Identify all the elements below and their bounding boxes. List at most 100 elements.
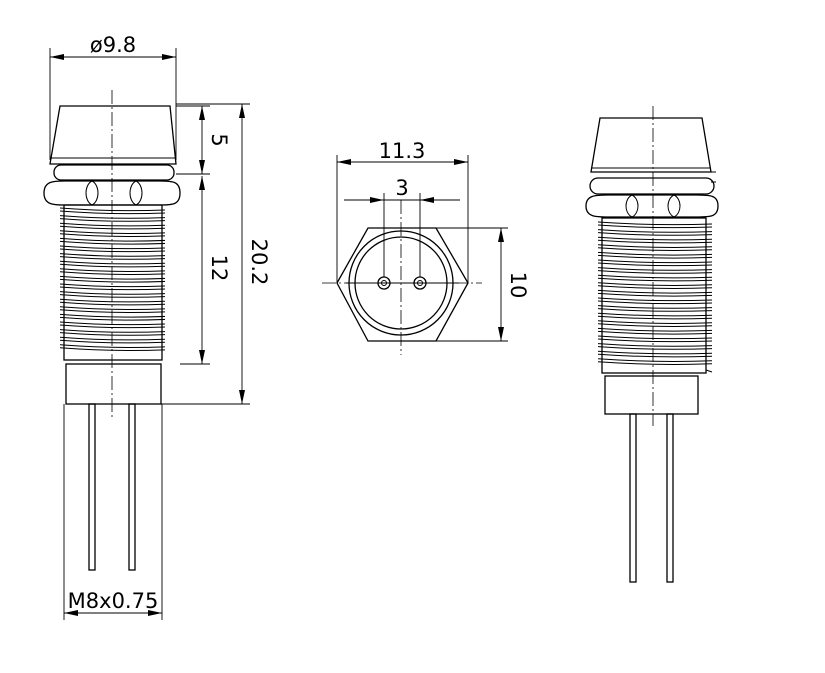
thread-line: [598, 259, 712, 264]
thread-line: [598, 330, 712, 335]
cap-outline-right: [590, 117, 712, 173]
hex-nut-right: [585, 194, 719, 218]
thread-line: [60, 225, 165, 230]
diameter-label: ø9.8: [90, 33, 136, 57]
thread-line: [598, 292, 712, 297]
thread-line: [598, 232, 712, 236]
thread-line: [598, 221, 712, 226]
thread-line: [60, 268, 165, 272]
thread-line: [60, 233, 165, 237]
thread-line: [60, 332, 165, 336]
thread-line: [60, 294, 165, 298]
thread-line: [60, 210, 165, 215]
total-height-label: 20.2: [247, 239, 271, 286]
thread-line: [598, 346, 712, 350]
thread-line: [60, 347, 165, 351]
cap-height-label: 5: [207, 133, 231, 146]
thread-line: [598, 262, 712, 267]
thread-line: [598, 353, 712, 358]
thread-line: [598, 308, 712, 312]
cap-outline: [49, 105, 177, 165]
thread-line: [60, 306, 165, 310]
top-view-center: 11.3 3 10: [322, 139, 530, 355]
dimension-across-flats: 10: [436, 227, 530, 342]
thread-line: [598, 312, 712, 317]
thread-line: [60, 286, 165, 291]
thread-line: [60, 240, 165, 245]
thread-lines: [60, 207, 165, 351]
thread-line: [60, 301, 165, 306]
side-view-right: [585, 106, 719, 583]
thread-line: [60, 271, 165, 275]
side-view-left: ø9.8 5 12 20.2: [43, 33, 271, 620]
thread-line: [60, 313, 165, 318]
thread-line: [60, 222, 165, 227]
pin-left-right: [629, 413, 637, 583]
pin-spacing-label: 3: [395, 176, 408, 200]
thread-line: [598, 244, 712, 248]
thread-line: [598, 282, 712, 286]
thread-line: [60, 309, 165, 313]
thread-line: [60, 283, 165, 288]
thread-lines-right: [598, 221, 712, 365]
thread-line: [60, 263, 165, 268]
thread-line: [598, 274, 712, 279]
thread-line: [60, 324, 165, 329]
thread-line: [598, 300, 712, 305]
dimension-thread-length: 12: [180, 176, 231, 365]
gasket-ring: [53, 164, 175, 181]
pin-right: [128, 403, 136, 571]
thread-line: [60, 260, 165, 265]
dimension-pin-spacing: 3: [344, 176, 460, 277]
thread-line: [60, 230, 165, 234]
thread-line: [60, 291, 165, 295]
thread-line: [60, 248, 165, 253]
thread-line: [598, 305, 712, 309]
thread-line: [598, 361, 712, 365]
dimension-thread-spec: M8x0.75: [63, 404, 163, 620]
dimension-total-height: 20.2: [161, 103, 271, 405]
pin-right-right: [666, 413, 674, 583]
thread-line: [598, 323, 712, 327]
thread-line: [60, 321, 165, 326]
thread-line: [60, 339, 165, 344]
thread-line: [598, 297, 712, 302]
thread-line: [598, 267, 712, 271]
thread-line: [598, 338, 712, 343]
thread-line: [598, 229, 712, 233]
thread-line: [598, 285, 712, 289]
thread-line: [598, 315, 712, 320]
thread-line: [60, 245, 165, 250]
thread-line: [60, 329, 165, 333]
thread-line: [598, 350, 712, 355]
thread-line: [598, 239, 712, 244]
thread-line: [60, 278, 165, 283]
thread-line: [60, 316, 165, 321]
hex-outline: [336, 227, 469, 342]
thread-line: [60, 215, 165, 219]
hex-width-label: 11.3: [379, 139, 426, 163]
thread-line: [598, 320, 712, 324]
thread-line: [598, 335, 712, 340]
gasket-ring-right: [589, 177, 715, 195]
thread-line: [598, 254, 712, 259]
base-block-right: [604, 375, 699, 415]
thread-line: [598, 247, 712, 251]
thread-line: [598, 277, 712, 282]
thread-length-label: 12: [207, 255, 231, 282]
thread-line: [60, 275, 165, 280]
thread-line: [60, 218, 165, 222]
thread-line: [60, 207, 165, 212]
dimension-hex-width: 11.3: [336, 139, 469, 283]
thread-line: [598, 270, 712, 274]
dimension-diameter: ø9.8: [49, 33, 177, 160]
thread-line: [60, 253, 165, 257]
across-flats-label: 10: [506, 272, 530, 299]
thread-spec-label: M8x0.75: [68, 589, 159, 613]
thread-line: [598, 343, 712, 347]
thread-line: [598, 236, 712, 241]
dimension-cap-height: 5: [176, 105, 231, 175]
thread-line: [60, 344, 165, 348]
thread-line: [60, 237, 165, 242]
